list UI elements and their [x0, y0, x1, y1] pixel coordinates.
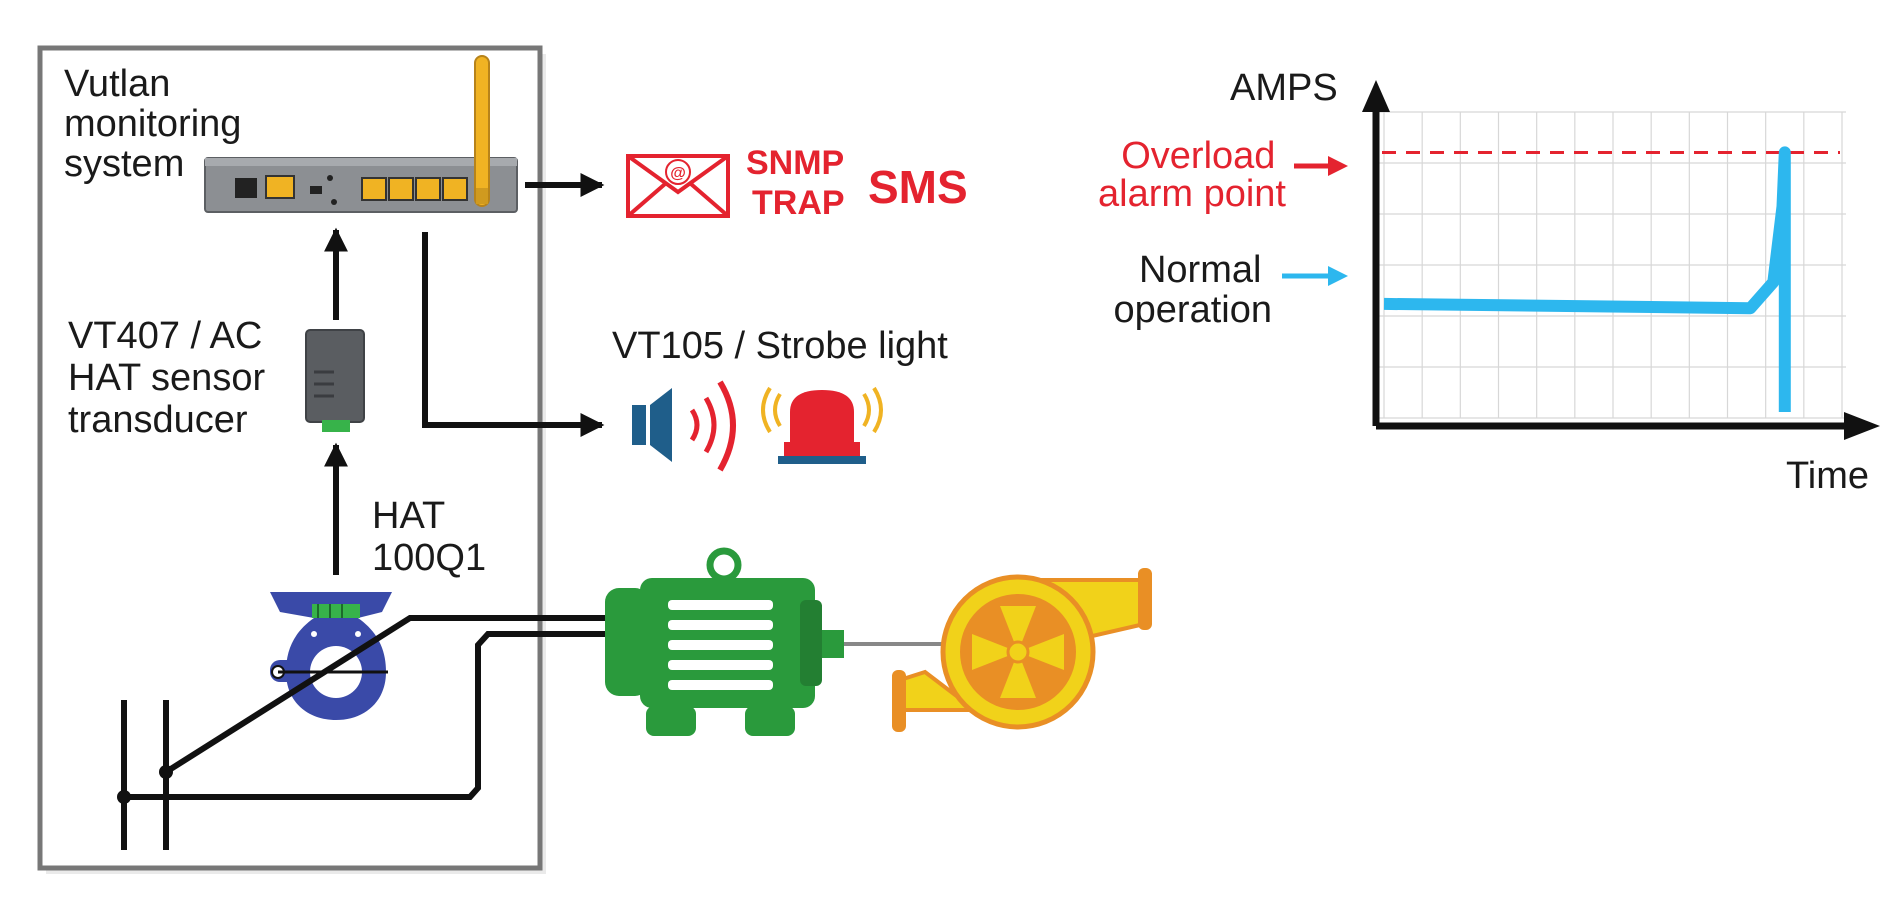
speaker-icon: [632, 380, 736, 472]
y-axis-label: AMPS: [1230, 67, 1338, 109]
envelope-icon: @: [626, 154, 730, 218]
strobe-label: VT105 / Strobe light: [612, 325, 948, 367]
sensor-label: VT407 / AC HAT sensor transducer: [68, 315, 276, 441]
normal-pointer-arrow: [1282, 266, 1348, 286]
monitoring-device: [204, 157, 518, 213]
y-axis-arrow: [1362, 80, 1390, 112]
overload-label: Overload alarm point: [1098, 135, 1286, 215]
transducer-device: [305, 329, 365, 432]
snmp-trap-label: SNMP TRAP: [746, 144, 853, 222]
chart-grid: [1378, 111, 1846, 419]
normal-label: Normal operation: [1114, 249, 1272, 331]
sms-label: SMS: [868, 161, 968, 213]
strobe-light-icon: [761, 386, 883, 464]
x-axis-arrow: [1844, 412, 1880, 440]
junction-dot: [117, 790, 131, 804]
antenna-icon: [474, 55, 490, 207]
svg-text:@: @: [670, 165, 686, 182]
overload-pointer-arrow: [1294, 156, 1348, 176]
junction-dot: [159, 765, 173, 779]
motor-icon: [605, 547, 844, 736]
system-label: Vutlan monitoring system: [64, 63, 252, 185]
pump-icon: [892, 568, 1152, 732]
hat-label: HAT 100Q1: [372, 495, 486, 579]
current-series-line: [1383, 146, 1791, 412]
x-axis-label: Time: [1786, 455, 1869, 497]
arrow-device-to-alarm: [422, 232, 605, 437]
amps-chart: AMPS Time Overload alarm point Normal op…: [1098, 67, 1880, 497]
